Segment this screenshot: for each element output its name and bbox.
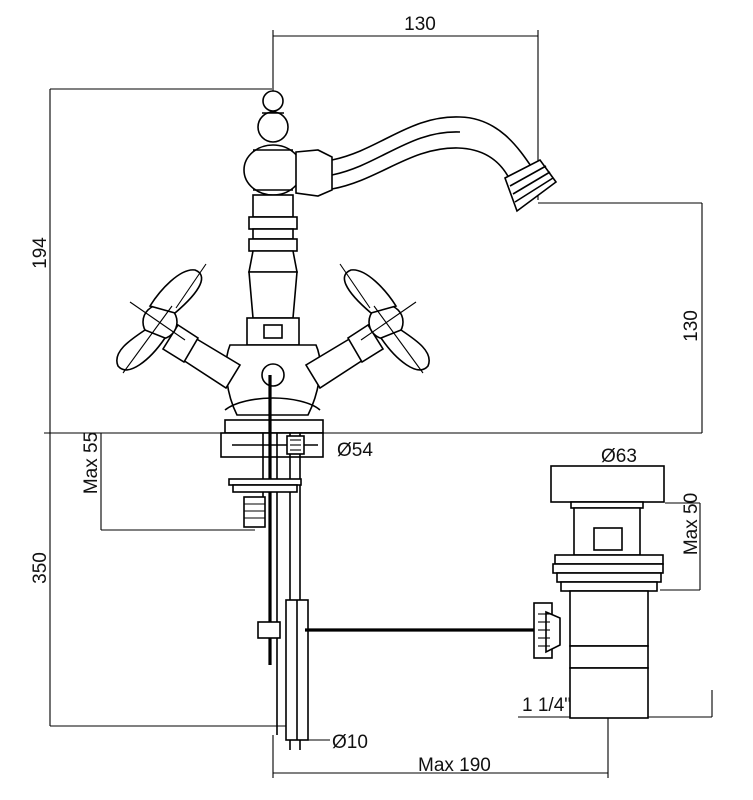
spout <box>295 116 558 213</box>
hose-length-label: 350 <box>30 552 51 584</box>
overall-height-label: 194 <box>30 237 51 269</box>
spout-height-label: 130 <box>681 310 702 342</box>
left-cross-handle <box>116 263 242 390</box>
waste-thread-label: 1 1/4" <box>522 695 571 716</box>
rod-max-label: Max 190 <box>418 755 491 776</box>
waste-diameter-label: Ø63 <box>601 446 637 467</box>
dimension-labels: 130 194 130 Max 55 Ø54 350 Ø63 Max 50 1 … <box>30 14 702 776</box>
max-deck-label: Max 55 <box>81 432 102 494</box>
spout-reach-label: 130 <box>404 14 436 35</box>
under-deck-fixings <box>228 375 535 750</box>
pop-up-waste <box>533 465 665 719</box>
right-cross-handle <box>304 263 430 390</box>
tap-body <box>220 90 324 458</box>
waste-max-label: Max 50 <box>681 493 702 555</box>
base-diameter-label: Ø54 <box>337 440 373 461</box>
rod-diameter-label: Ø10 <box>332 732 368 753</box>
